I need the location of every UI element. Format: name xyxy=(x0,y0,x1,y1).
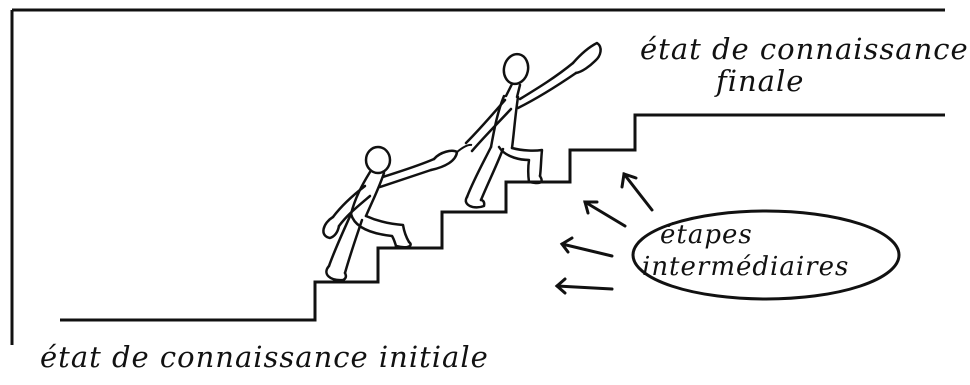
follower-right-arm xyxy=(378,157,436,189)
climber-leader xyxy=(464,41,602,209)
label-final-line2: finale xyxy=(716,64,805,98)
climber-follower xyxy=(322,145,459,282)
follower-back-foot xyxy=(325,264,348,282)
leader-back-leg xyxy=(465,145,505,202)
leader-head xyxy=(502,52,530,86)
label-initial: état de connaissance initiale xyxy=(40,340,489,374)
staircase-line xyxy=(60,113,945,322)
follower-head xyxy=(364,145,392,175)
arrow-1 xyxy=(622,172,654,212)
follower-front-leg xyxy=(349,212,411,248)
leader-neck xyxy=(504,82,522,99)
label-final-line1: état de connaissance xyxy=(640,32,969,66)
leader-front-foot xyxy=(528,174,543,185)
follower-left-arm xyxy=(331,184,372,228)
leader-left-arm xyxy=(464,98,513,153)
leader-right-arm xyxy=(516,61,578,110)
follower-front-foot xyxy=(394,240,412,249)
arrow-3 xyxy=(560,242,614,258)
steps-callout-ellipse xyxy=(631,209,901,301)
arrow-group xyxy=(554,172,654,295)
handhold-rope xyxy=(456,143,473,153)
leader-raised-hand xyxy=(571,41,602,75)
follower-back-leg xyxy=(327,212,364,275)
leader-front-leg xyxy=(497,145,544,184)
arrow-2 xyxy=(583,200,627,228)
label-steps-line1: étapes xyxy=(660,220,753,250)
follower-hand xyxy=(429,149,459,172)
follower-left-hand xyxy=(322,215,341,240)
arrow-head-3 xyxy=(559,236,574,254)
arrow-head-2 xyxy=(583,200,599,215)
label-steps-line2: intermédiaires xyxy=(642,252,850,282)
arrow-head-1 xyxy=(620,172,638,189)
leader-torso xyxy=(489,94,520,150)
arrow-head-4 xyxy=(554,277,567,295)
leader-back-foot xyxy=(464,195,486,209)
arrow-4 xyxy=(555,284,614,291)
